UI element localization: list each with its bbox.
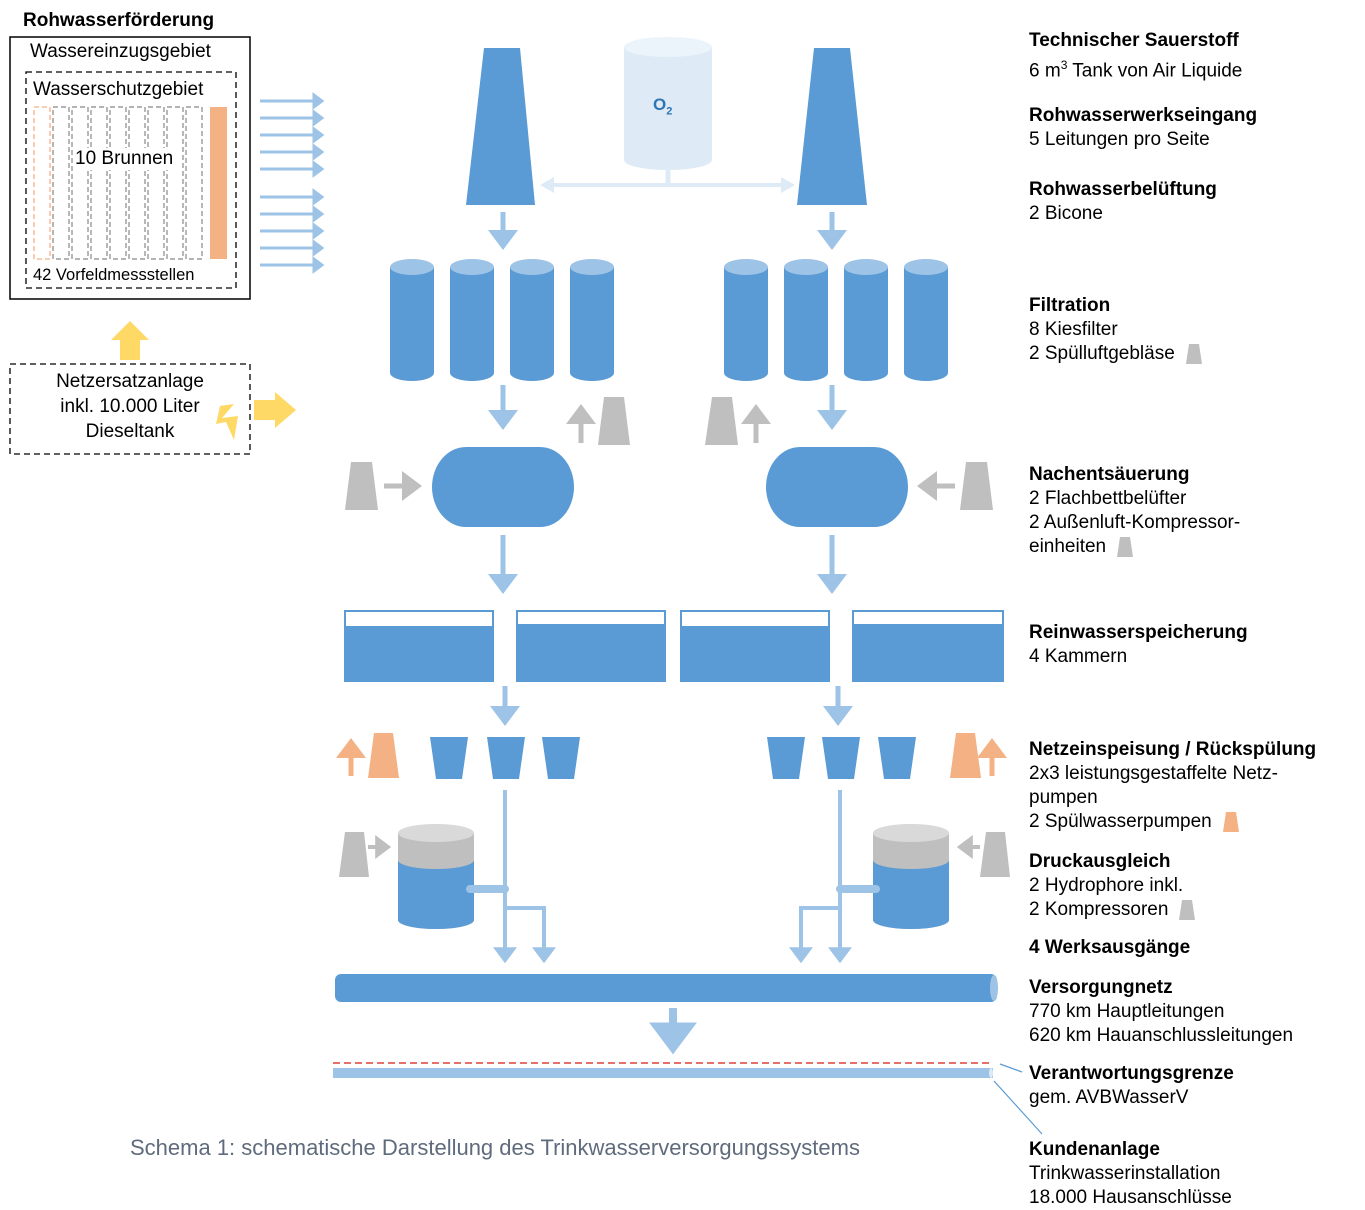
backup-line-2: inkl. 10.000 Liter: [60, 396, 200, 417]
bicone-right: [797, 48, 867, 205]
oxygen-distribution: [540, 168, 795, 193]
catchment-area-label: Wassereinzugsgebiet: [30, 41, 211, 62]
backup-line-1: Netzersatzanlage: [56, 371, 204, 392]
gravel-filter: [844, 259, 888, 381]
gravel-filter: [904, 259, 948, 381]
gravel-filter: [450, 259, 494, 381]
gravel-filter: [784, 259, 828, 381]
customer-pipe: [333, 1068, 993, 1078]
oxygen-label: O2: [653, 95, 673, 118]
lightning-icon: [216, 404, 238, 440]
catchment-heading: Rohwasserförderung: [23, 10, 215, 31]
gravel-filter: [390, 259, 434, 381]
gravel-filters: [390, 259, 948, 381]
hydrophore-left: [398, 824, 474, 929]
callout-boundary: [999, 1063, 1023, 1073]
monitoring-label: 42 Vorfeldmessstellen: [33, 264, 195, 286]
oxygen-tank: [624, 37, 712, 170]
compressor-icon-right: [960, 462, 993, 510]
compressor-icon-hydro-right: [980, 832, 1010, 877]
gravel-filter: [570, 259, 614, 381]
blower-icon-right: [705, 397, 738, 445]
compressor-legend-icon: [1117, 536, 1134, 557]
flush-pump-icon-left: [368, 733, 399, 778]
gravel-filter: [724, 259, 768, 381]
backup-power-box: [9, 321, 296, 455]
bicone-left: [466, 48, 535, 205]
flow-arrows-4: [490, 686, 853, 726]
inflow-arrows: [260, 92, 325, 274]
power-up-arrow: [111, 321, 149, 360]
network-pumps: [430, 737, 916, 779]
flow-arrows-1: [488, 212, 847, 250]
clear-water-chambers: [344, 610, 1004, 682]
compressor-icon-left: [345, 462, 378, 510]
flow-arrows-3: [488, 535, 847, 594]
flatbed-aerator-left: [432, 447, 574, 527]
backup-line-3: Dieseltank: [85, 421, 175, 442]
flush-pump-legend-icon: [1222, 811, 1239, 832]
compressor-icon-hydro-left: [339, 832, 369, 877]
flatbed-aerator-right: [766, 447, 908, 527]
blower-icon-left: [598, 397, 630, 445]
gravel-filter: [510, 259, 554, 381]
wells-label: 10 Brunnen: [73, 148, 176, 170]
protection-zone-label: Wasserschutzgebiet: [33, 79, 204, 101]
flow-arrows-2: [488, 385, 847, 430]
hydrophore-right: [873, 824, 949, 929]
flush-pump-icon-right: [950, 733, 981, 778]
stage-technical-oxygen: Technischer Sauerstoff 6 m3 Tank von Air…: [1029, 30, 1243, 82]
stage-plant-outlets: 4 Werksausgänge: [1029, 937, 1191, 958]
wells-group: [33, 106, 227, 260]
supply-network-pipe: [335, 974, 998, 1002]
callout-customer: [993, 1080, 1043, 1135]
blower-legend-icon: [1185, 343, 1202, 364]
power-right-arrow: [254, 392, 296, 428]
plant-outlets: [466, 790, 880, 964]
figure-caption: Schema 1: schematische Darstellung des T…: [130, 1135, 860, 1160]
compressor-legend-icon-2: [1179, 899, 1196, 920]
